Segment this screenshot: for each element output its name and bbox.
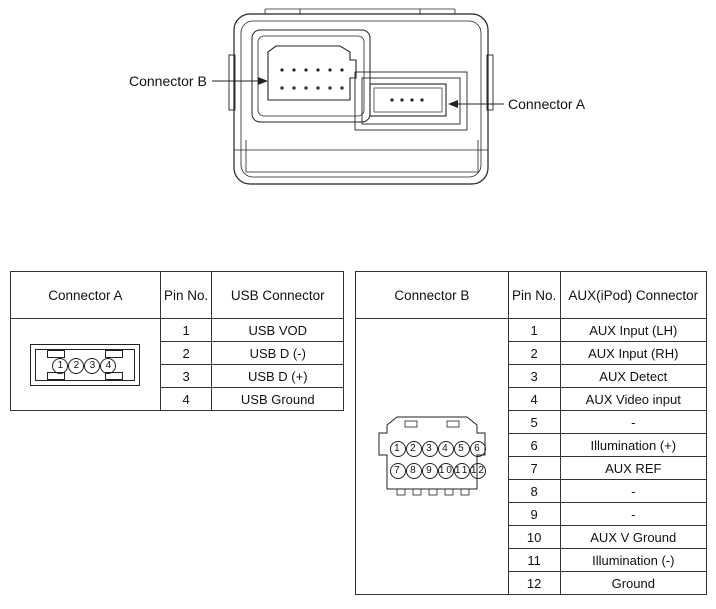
table-b-pin: 1: [507, 318, 561, 342]
table-b-pin: 9: [507, 502, 561, 526]
pin-b-2: 2: [405, 440, 422, 457]
pin-a-4: 4: [100, 357, 117, 374]
table-b-signal: AUX Detect: [559, 364, 708, 388]
table-b-pin: 5: [507, 410, 561, 434]
table-b-signal: AUX Input (LH): [559, 318, 708, 342]
callout-arrow-a: [448, 100, 458, 108]
table-b-signal: -: [559, 410, 708, 434]
table-b-pin: 7: [507, 456, 561, 480]
callout-connector-a: Connector A: [508, 96, 586, 112]
table-b-pin: 12: [507, 571, 561, 595]
table-a-pin: 3: [159, 364, 213, 388]
connector-b-housing: [251, 29, 371, 123]
pin-b-9: 9: [421, 462, 438, 479]
connector-a-plug: [369, 83, 447, 117]
table-b-signal: AUX Video input: [559, 387, 708, 411]
table-a-signal: USB Ground: [211, 387, 344, 411]
table-a-signal: USB D (+): [211, 364, 344, 388]
table-a-pin: 4: [159, 387, 213, 411]
table-b-signal: Illumination (-): [559, 548, 708, 572]
pin-b-1: 1: [389, 440, 406, 457]
header-aux-connector: AUX(iPod) Connector: [559, 271, 708, 319]
table-b-signal: -: [559, 479, 708, 503]
connector-b-outline: [378, 416, 486, 495]
jack-assembly-diagram: [212, 8, 504, 185]
table-a-signal: USB D (-): [211, 341, 344, 365]
pin-b-11: 11: [453, 462, 470, 479]
pin-a-2: 2: [68, 357, 85, 374]
table-b-signal: AUX Input (RH): [559, 341, 708, 365]
pin-b-8: 8: [405, 462, 422, 479]
pin-b-10: 10: [437, 462, 454, 479]
table-b-signal: Illumination (+): [559, 433, 708, 457]
callout-connector-b: Connector B: [129, 73, 207, 89]
connector-a-housing: [354, 71, 468, 131]
pin-b-5: 5: [453, 440, 470, 457]
header-connector-b: Connector B: [355, 271, 509, 319]
device-body: [233, 13, 489, 185]
header-usb-connector: USB Connector: [211, 271, 344, 319]
connector-b-pin-table: Connector B Pin No. AUX(iPod) Connector …: [355, 271, 708, 595]
table-b-pin: 4: [507, 387, 561, 411]
pin-b-4: 4: [437, 440, 454, 457]
pin-a-1: 1: [52, 357, 69, 374]
device-body-inner: [240, 20, 482, 178]
header-pin-no: Pin No.: [159, 271, 213, 319]
table-b-signal: AUX REF: [559, 456, 708, 480]
table-b-pin: 3: [507, 364, 561, 388]
table-a-pin: 2: [159, 341, 213, 365]
table-a-pin: 1: [159, 318, 213, 342]
pin-b-12: 12: [469, 462, 486, 479]
table-b-pin: 2: [507, 341, 561, 365]
table-b-signal: AUX V Ground: [559, 525, 708, 549]
table-b-signal: -: [559, 502, 708, 526]
callout-arrow-b: [258, 77, 268, 85]
pin-b-7: 7: [389, 462, 406, 479]
pin-b-6: 6: [469, 440, 486, 457]
pin-a-3: 3: [84, 357, 101, 374]
table-b-pin: 6: [507, 433, 561, 457]
table-b-pin: 11: [507, 548, 561, 572]
table-b-pin: 8: [507, 479, 561, 503]
table-b-signal: Ground: [559, 571, 708, 595]
table-a-signal: USB VOD: [211, 318, 344, 342]
header-connector-a: Connector A: [10, 271, 161, 319]
connector-b-plug: [267, 45, 357, 101]
table-b-pin: 10: [507, 525, 561, 549]
pin-b-3: 3: [421, 440, 438, 457]
header-pin-no: Pin No.: [507, 271, 561, 319]
